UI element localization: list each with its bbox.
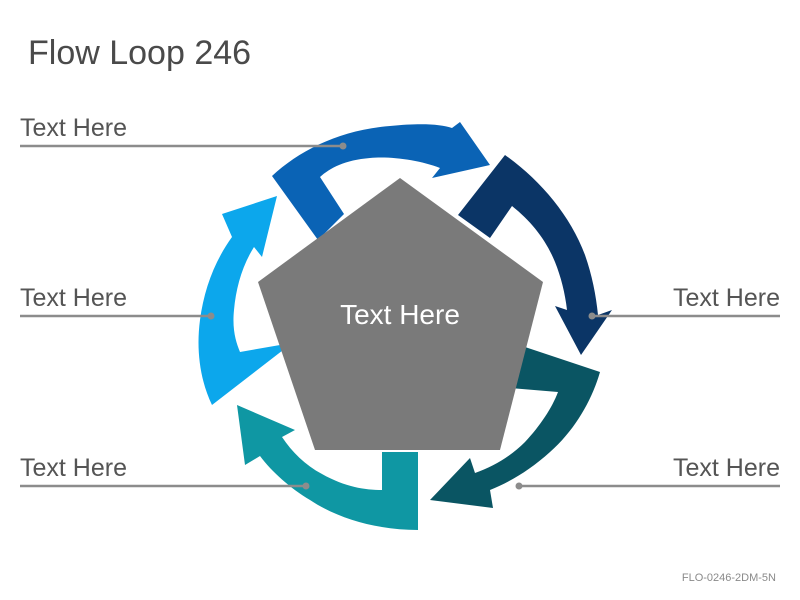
arrow-bottom-left [237, 405, 418, 530]
arrow-bottom-right [430, 346, 600, 508]
callout-bottom-left: Text Here [20, 454, 127, 482]
center-label: Text Here [340, 299, 460, 330]
leader-dot-mid-left [207, 312, 215, 320]
arrow-right [458, 155, 612, 355]
leader-dot-bottom-right [515, 482, 523, 490]
callout-mid-left: Text Here [20, 284, 127, 312]
leader-dot-top-left [339, 142, 347, 150]
arrow-top [272, 122, 490, 240]
callout-top-left: Text Here [20, 114, 127, 142]
callout-bottom-right: Text Here [673, 454, 780, 482]
leader-dot-bottom-left [302, 482, 310, 490]
arrow-left [198, 196, 287, 405]
page-title: Flow Loop 246 [28, 34, 252, 72]
footer-code: FLO-0246-2DM-5N [681, 572, 776, 584]
center-pentagon [258, 178, 543, 450]
arrow-segments [198, 122, 612, 530]
leader-dot-mid-right [588, 312, 596, 320]
callout-mid-right: Text Here [673, 284, 780, 312]
leader-lines [20, 142, 780, 490]
